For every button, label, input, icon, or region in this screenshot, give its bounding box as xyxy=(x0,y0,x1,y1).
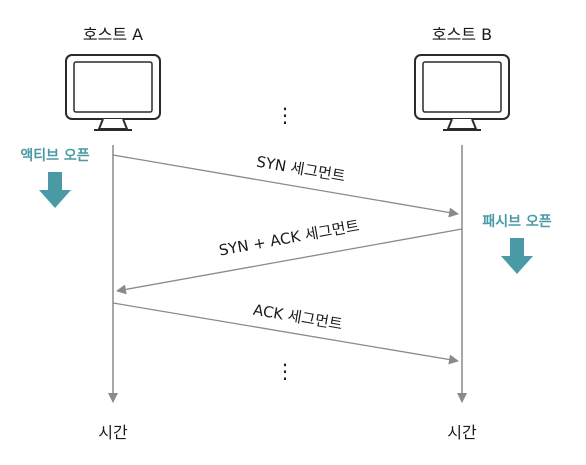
syn-ack-arrow xyxy=(116,228,463,295)
active-open-label: 액티브 오픈 xyxy=(20,147,89,164)
host-b-time-label: 시간 xyxy=(447,423,477,442)
syn-arrow xyxy=(112,154,459,218)
ack-arrow xyxy=(112,302,459,365)
active-open-down-arrow-icon xyxy=(39,172,71,208)
host-a-time-label: 시간 xyxy=(98,423,128,442)
ellipsis-top: ⋮ xyxy=(275,103,295,127)
syn-ack-label: SYN + ACK 세그먼트 xyxy=(217,217,360,260)
host-a-monitor-icon xyxy=(65,54,161,131)
syn-label: SYN 세그먼트 xyxy=(255,153,347,186)
passive-open-down-arrow-icon xyxy=(501,238,533,274)
passive-open-label: 패시브 오픈 xyxy=(482,214,551,230)
host-b-label: 호스트 B xyxy=(432,25,492,44)
host-a-label: 호스트 A xyxy=(83,25,143,44)
ellipsis-bottom: ⋮ xyxy=(275,359,295,383)
host-b-monitor-icon xyxy=(414,54,510,131)
